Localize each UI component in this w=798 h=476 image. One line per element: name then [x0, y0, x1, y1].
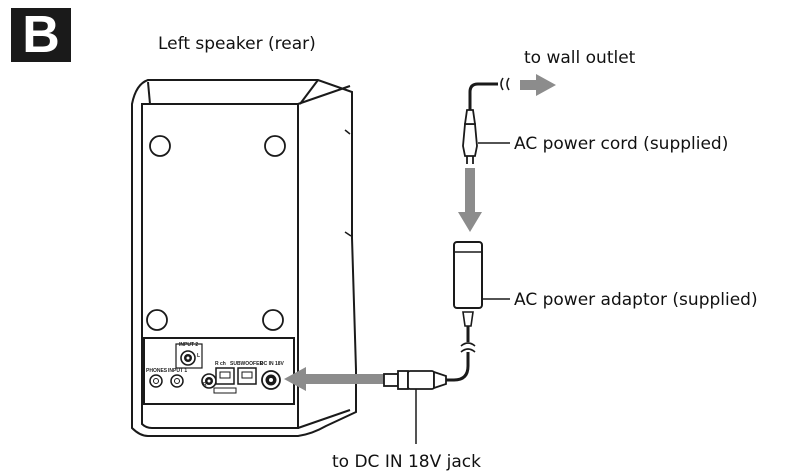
- cable-break-icon: [460, 342, 476, 353]
- panel-l-label: L: [197, 353, 200, 359]
- panel-rch-label: R ch: [215, 361, 226, 367]
- dc-cable-lower: [446, 352, 470, 382]
- wall-arrow-icon: [520, 74, 556, 96]
- power-adaptor-label: AC power adaptor (supplied): [514, 290, 758, 310]
- panel-r-label: R: [203, 382, 207, 388]
- connector-panel: INPUT 2 L R PHONES INPUT 1 R ch SUBWOOFE…: [143, 337, 295, 405]
- input2-l-jack-icon: [180, 350, 196, 366]
- cord-arrow-icon: [458, 168, 482, 232]
- cord-break-icon: [500, 77, 510, 91]
- section-badge: B: [11, 8, 71, 62]
- phones-jack-icon: [149, 374, 163, 388]
- dc-arrow-icon: [284, 367, 384, 391]
- power-cord-label: AC power cord (supplied): [514, 134, 729, 154]
- panel-input2-label: INPUT 2: [179, 342, 198, 348]
- foot-top-left-icon: [149, 135, 171, 157]
- panel-dcin-label: DC IN 18V: [260, 361, 285, 367]
- dc-jack-label: to DC IN 18V jack: [332, 452, 481, 472]
- foot-bottom-left-icon: [146, 309, 168, 331]
- foot-top-right-icon: [264, 135, 286, 157]
- subwoofer-port-icon: [237, 367, 257, 385]
- foot-bottom-right-icon: [262, 309, 284, 331]
- panel-subwoofer-label: SUBWOOFER: [230, 361, 263, 367]
- dc-plug-icon: [383, 370, 447, 390]
- panel-phones-label: PHONES: [146, 368, 168, 374]
- ac-cord-plug-icon: [462, 109, 478, 164]
- wall-outlet-label: to wall outlet: [524, 48, 636, 68]
- speaker-title: Left speaker (rear): [158, 34, 316, 54]
- ac-adaptor-icon: [453, 241, 483, 309]
- rch-port-icon: [215, 367, 235, 385]
- ac-cord-line: [468, 82, 498, 110]
- input1-jack-icon: [170, 374, 184, 388]
- dc-in-jack-icon: [261, 370, 281, 390]
- panel-input1-label: INPUT 1: [168, 368, 187, 374]
